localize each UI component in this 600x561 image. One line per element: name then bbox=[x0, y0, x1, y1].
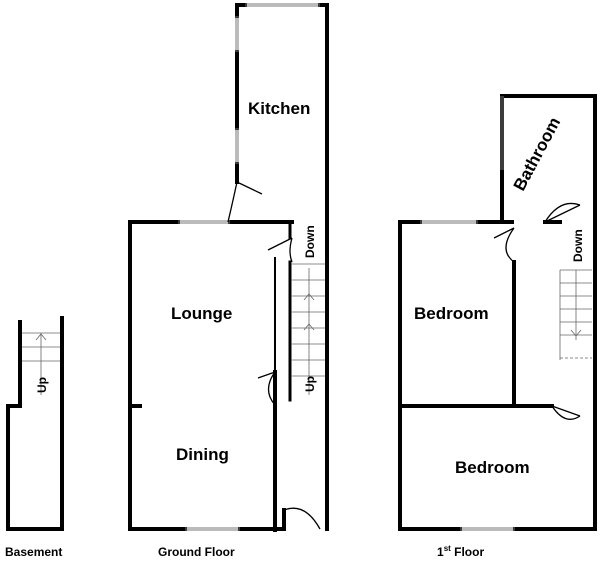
dining-label: Dining bbox=[176, 445, 229, 464]
ground-floor-label: Ground Floor bbox=[158, 545, 235, 559]
first-floor-number: 1 bbox=[437, 545, 444, 559]
first-floor-plan bbox=[398, 94, 597, 531]
ground-floor-stairs bbox=[292, 263, 325, 395]
stair-door bbox=[267, 237, 293, 263]
lounge-label: Lounge bbox=[171, 304, 232, 323]
first-floor-label: 1st Floor bbox=[437, 544, 484, 559]
kitchen-label: Kitchen bbox=[248, 99, 310, 118]
first-floor-doors bbox=[493, 202, 581, 420]
bathroom-label: Bathroom bbox=[510, 114, 564, 194]
bathroom-door bbox=[544, 202, 581, 223]
bathroom-walls bbox=[500, 94, 597, 531]
lounge-door bbox=[257, 371, 276, 406]
ground-floor-doors bbox=[227, 181, 321, 530]
kitchen-door bbox=[227, 181, 263, 223]
back-door bbox=[283, 507, 321, 530]
large-bedroom-label: Bedroom bbox=[455, 458, 530, 477]
ground-down-label: Down bbox=[303, 225, 317, 258]
basement-plan bbox=[6, 316, 64, 531]
basement-floor-label: Basement bbox=[5, 545, 62, 559]
first-down-label: Down bbox=[571, 229, 585, 262]
small-bedroom-door bbox=[493, 227, 515, 263]
small-bedroom-label: Bedroom bbox=[414, 304, 489, 323]
basement-stairs bbox=[22, 332, 60, 395]
basement-walls bbox=[6, 316, 64, 531]
basement-up-label: Up bbox=[35, 377, 49, 393]
first-floor-word: Floor bbox=[451, 545, 485, 559]
first-floor-windows bbox=[420, 96, 515, 531]
ground-up-label: Up bbox=[303, 376, 317, 392]
large-bedroom-door bbox=[551, 405, 581, 420]
first-floor-stairs bbox=[559, 269, 592, 360]
ground-floor-windows bbox=[178, 3, 320, 531]
first-floor-suffix-sup: st bbox=[444, 544, 451, 553]
